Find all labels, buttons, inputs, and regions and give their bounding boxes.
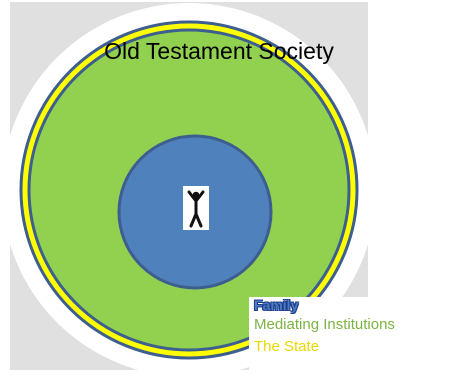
diagram-title: Old Testament Society xyxy=(104,38,334,64)
legend-item-mediating-institutions: Mediating Institutions xyxy=(254,316,395,333)
legend-item-family: Family xyxy=(254,297,299,313)
person-arms-raised-icon xyxy=(183,186,209,230)
legend-item-the-state: The State xyxy=(254,338,320,355)
legend: Family Mediating Institutions The State xyxy=(249,297,459,376)
